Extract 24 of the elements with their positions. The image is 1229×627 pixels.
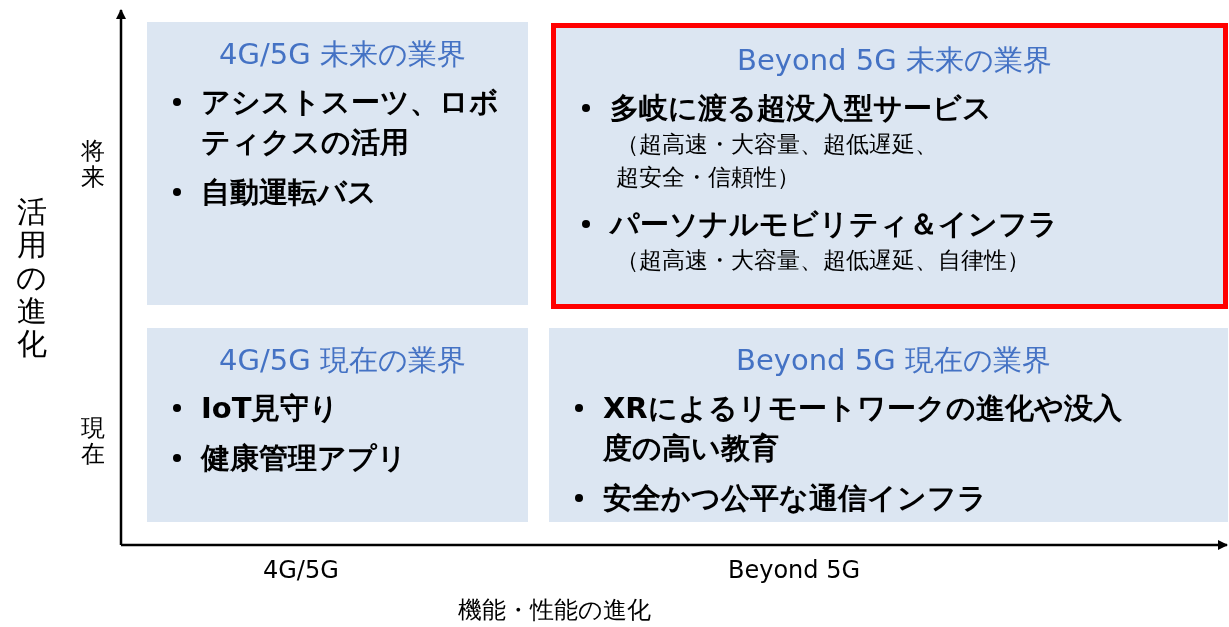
category-panel [549,328,1228,522]
panel-heading: Beyond 5G 未来の業界 [736,42,1053,78]
axis-tick-label: 4G/5G [263,556,339,584]
note-text: （超高速・大容量、超低遅延、超安全・信頼性） [615,130,939,192]
panel-heading: 4G/5G 現在の業界 [218,342,467,378]
panel-heading: Beyond 5G 現在の業界 [735,342,1052,378]
bullet-text: 自動運転バス [201,174,378,211]
category-panel [147,328,528,522]
category-panel [551,23,1228,309]
category-panel [147,22,528,305]
bullet-text: 多岐に渡る超没入型サービス [610,90,993,127]
axis-title: 機能・性能の進化 [458,595,651,626]
bullet-text: IoT見守り [201,390,341,427]
bullet-text: 健康管理アプリ [201,440,408,477]
panel-heading: 4G/5G 未来の業界 [218,36,467,72]
axis-tick-label: 現在 [80,415,106,468]
bullet-text: パーソナルモビリティ＆インフラ [610,206,1059,243]
bullet-text: アシストスーツ、ロボティクスの活用 [201,84,500,161]
bullet-text: XRによるリモートワークの進化や没入度の高い教育 [603,390,1123,467]
axis-tick-label: 将来 [80,138,106,191]
note-text: （超高速・大容量、超低遅延、自律性） [615,246,1031,275]
bullet-text: 安全かつ公平な通信インフラ [603,480,988,517]
axis-tick-label: Beyond 5G [728,556,861,584]
axis-title: 活用の進化 [16,195,48,360]
